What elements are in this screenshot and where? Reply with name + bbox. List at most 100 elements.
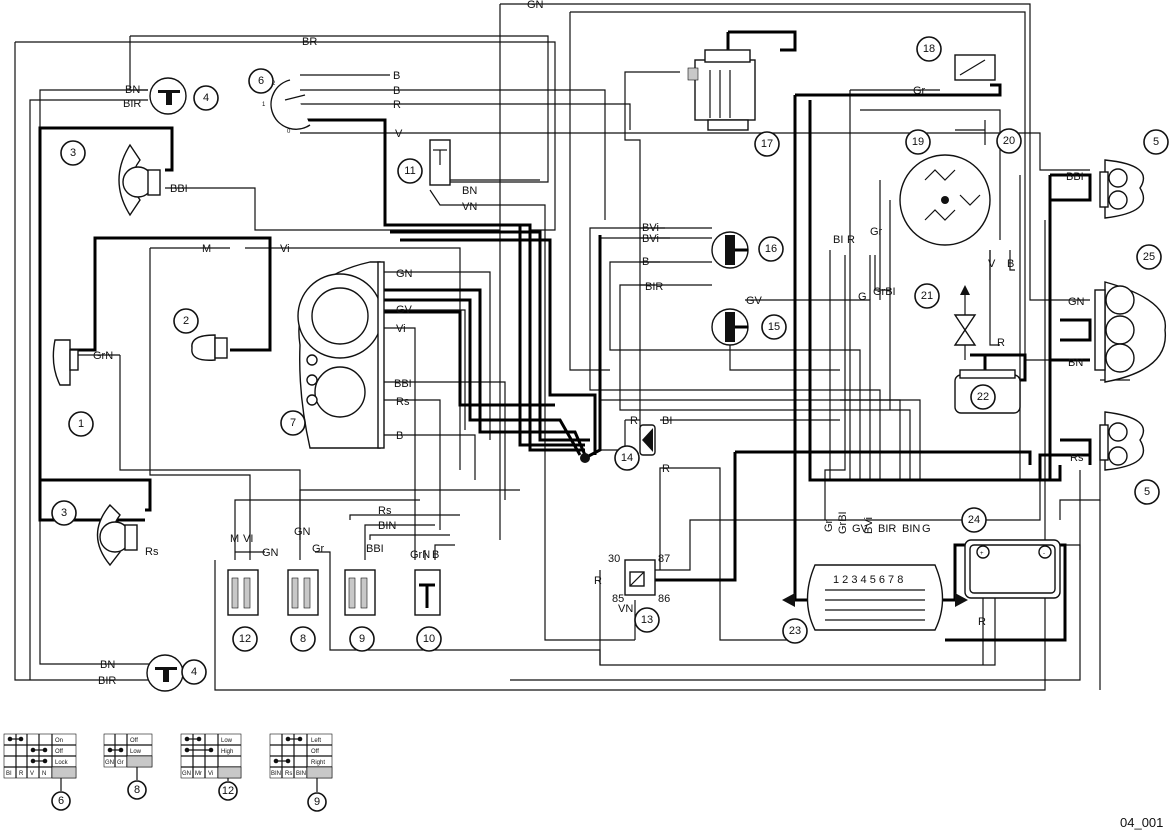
legend-table-9: Left Off Right BIN Rs BIN 9 <box>269 733 333 812</box>
label-dash-b: B <box>396 430 403 442</box>
thin-wires <box>14 3 1130 691</box>
bulb-2 <box>191 334 228 361</box>
label-25-gn: GN <box>1068 296 1085 308</box>
svg-text:5: 5 <box>1153 136 1159 148</box>
label-dash-vi: Vi <box>396 323 406 335</box>
label-16-b: B <box>642 256 649 268</box>
ignition-switch: 2 1 0 <box>262 79 311 135</box>
t12-col-mr: Mr <box>195 771 202 777</box>
t12-row-high: High <box>221 749 233 755</box>
battery-plus: + <box>980 551 984 557</box>
label-23-gv: GV <box>852 523 869 535</box>
label-br: BR <box>302 36 317 48</box>
svg-text:21: 21 <box>921 290 933 302</box>
label-23-g: G <box>922 523 931 535</box>
label-relay-87: 87 <box>658 553 670 565</box>
legend-table-12: Low High GN Mr Vi 12 <box>180 733 242 801</box>
label-sw-v: V <box>395 128 403 140</box>
label-8-gr: Gr <box>312 543 325 555</box>
label-grn-1: GrN <box>93 350 113 362</box>
label-dash-bbi: BBI <box>394 378 412 390</box>
t9-badge: 9 <box>314 796 320 808</box>
badge-25: 25 <box>1136 244 1162 270</box>
label-bn-4a: BN <box>125 84 140 96</box>
t9-row-off: Off <box>311 749 319 755</box>
svg-text:20: 20 <box>1003 135 1015 147</box>
badge-8: 8 <box>290 626 316 652</box>
badge-3a: 3 <box>60 140 86 166</box>
switch-11 <box>429 139 451 186</box>
label-dash-rs: Rs <box>396 396 410 408</box>
brake-switch-bottom <box>146 654 184 692</box>
label-19-r: R <box>847 234 855 246</box>
badge-1: 1 <box>68 411 94 437</box>
svg-text:8: 8 <box>300 633 306 645</box>
tail-light-25 <box>1094 281 1166 383</box>
ground-point <box>580 453 590 463</box>
label-rs-3b: Rs <box>145 546 159 558</box>
badge-6: 6 <box>248 68 274 94</box>
switch-12 <box>227 569 259 616</box>
t6-col-bi: BI <box>6 771 12 777</box>
svg-text:6: 6 <box>258 75 264 87</box>
t8-col-gn: GN <box>105 760 114 766</box>
label-sw-b1: B <box>393 70 400 82</box>
svg-text:1: 1 <box>78 418 84 430</box>
t12-col-gn: GN <box>182 771 191 777</box>
diode-14 <box>639 424 656 456</box>
indicator-lamp-top <box>118 143 161 217</box>
svg-text:17: 17 <box>761 138 773 150</box>
label-18-gr: Gr <box>913 85 926 97</box>
figure-code: 04_001 <box>1120 815 1163 830</box>
label-9-bin: BIN <box>378 520 396 532</box>
badge-13: 13 <box>634 607 660 633</box>
svg-text:14: 14 <box>621 452 633 464</box>
svg-text:25: 25 <box>1143 251 1155 263</box>
svg-text:11: 11 <box>404 165 415 177</box>
svg-text:22: 22 <box>977 391 989 403</box>
starter-motor <box>687 49 756 131</box>
badge-3b: 3 <box>51 500 77 526</box>
svg-text:12: 12 <box>239 633 251 645</box>
badge-10: 10 <box>416 626 442 652</box>
sensor-18 <box>954 54 996 81</box>
label-12-vi: VI <box>243 533 253 545</box>
t12-badge: 12 <box>222 785 234 797</box>
label-10-grn: GrN <box>410 549 430 561</box>
label-bn-4b: BN <box>100 659 115 671</box>
badge-4a: 4 <box>193 85 219 111</box>
badge-22: 22 <box>970 384 996 410</box>
label-22-r: R <box>997 337 1005 349</box>
badge-9: 9 <box>349 626 375 652</box>
label-sw-r: R <box>393 99 401 111</box>
svg-text:9: 9 <box>359 633 365 645</box>
svg-text:3: 3 <box>61 507 67 519</box>
label-bbi-3a: BBI <box>170 183 188 195</box>
svg-text:5: 5 <box>1144 486 1150 498</box>
switch-10 <box>414 569 441 616</box>
t9-row-left: Left <box>311 738 321 744</box>
svg-text:7: 7 <box>290 417 296 429</box>
t12-row-low: Low <box>221 738 233 744</box>
instrument-cluster <box>297 261 385 449</box>
horn-16 <box>711 231 749 269</box>
ignition-pos-2: 2 <box>272 81 276 87</box>
badge-7: 7 <box>280 410 306 436</box>
ignition-pos-1: 1 <box>262 102 266 108</box>
label-19-g: G <box>858 291 867 303</box>
svg-text:3: 3 <box>70 147 76 159</box>
label-bir-4a: BIR <box>123 98 141 110</box>
svg-text:16: 16 <box>765 243 777 255</box>
label-14-r2: R <box>662 463 670 475</box>
svg-text:15: 15 <box>768 321 780 333</box>
label-14-bi: BI <box>662 415 672 427</box>
svg-text:23: 23 <box>789 625 801 637</box>
svg-text:4: 4 <box>203 92 209 104</box>
t6-col-v: V <box>30 771 34 777</box>
t6-row-on: On <box>55 738 63 744</box>
switch-9 <box>344 569 376 616</box>
label-19-gr: Gr <box>870 226 883 238</box>
svg-text:13: 13 <box>641 614 653 626</box>
badge-16: 16 <box>758 236 784 262</box>
badge-15: 15 <box>761 314 787 340</box>
